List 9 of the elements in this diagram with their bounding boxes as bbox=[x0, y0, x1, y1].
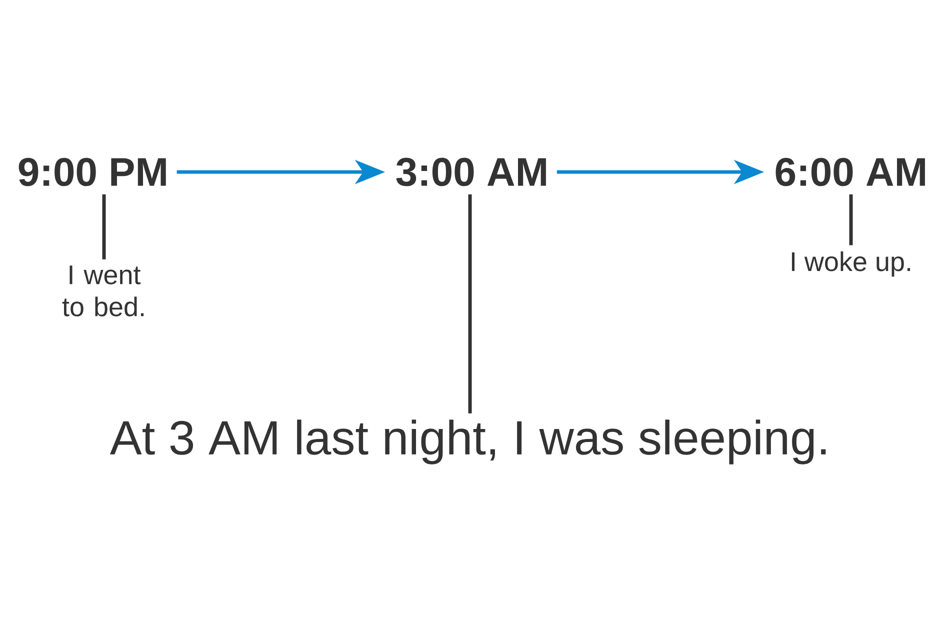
leader-line bbox=[102, 194, 106, 260]
event-text: I woke up. bbox=[792, 251, 910, 277]
leader-line bbox=[849, 194, 853, 246]
sentence-text: At 3 AM last night, I was sleeping. bbox=[110, 420, 826, 464]
time-label: 9:00 PM bbox=[18, 158, 166, 186]
time-label: 6:00 AM bbox=[776, 158, 925, 186]
leader-line bbox=[468, 194, 472, 414]
event-text: I went to bed. bbox=[62, 266, 144, 316]
time-label: 3:00 AM bbox=[396, 158, 546, 186]
